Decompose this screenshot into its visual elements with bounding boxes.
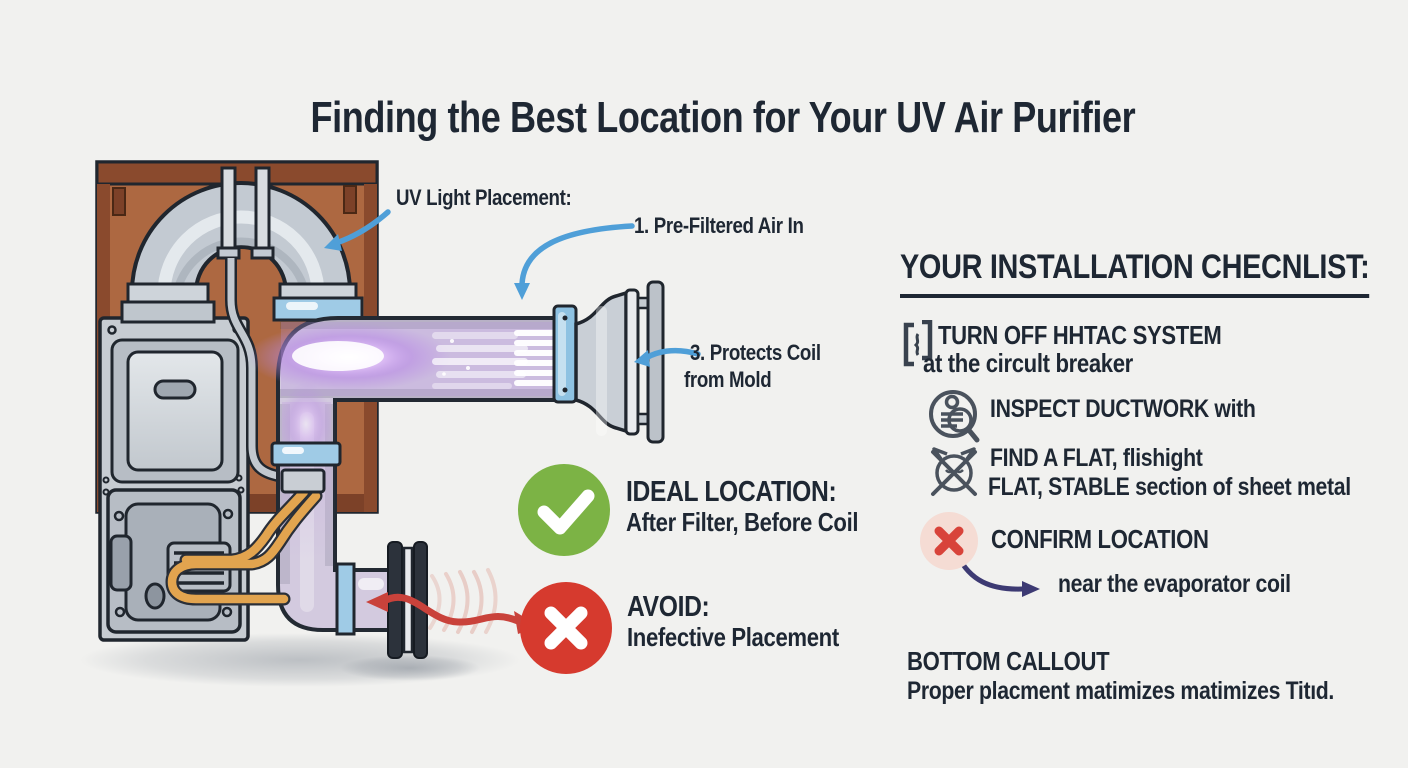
avoid-heading: AVOID:	[627, 591, 710, 623]
check-circle-icon	[518, 464, 610, 556]
blue-arrowheads	[324, 234, 650, 367]
callout-uv-light-placement: UV Light Placement:	[396, 185, 572, 210]
callout-protects-coil-line2: from Mold	[684, 367, 772, 392]
checkbox-brackets-icon	[903, 320, 933, 367]
inspect-document-magnifier-icon	[929, 390, 980, 443]
x-circle-icon	[520, 582, 612, 674]
checklist-item-3-line2: FLAT, STABLE section of sheet metal	[988, 473, 1351, 501]
checklist-item-2-line1: INSPECT DUCTWORK with	[990, 395, 1256, 423]
checklist-item-4-line1: CONFIRM LOCATION	[991, 524, 1209, 554]
checklist-item-3-line1: FIND A FLAT, flishight	[990, 444, 1203, 472]
ideal-location-heading: IDEAL LOCATION:	[626, 476, 837, 508]
callout-pre-filtered-air: 1. Pre-Filtered Air In	[634, 213, 804, 238]
bottom-callout-heading: BOTTOM CALLOUT	[907, 646, 1110, 676]
checklist-item-1-line2: at the circult breaker	[923, 348, 1133, 378]
checklist-arrow-note: near the evaporator coil	[1058, 570, 1291, 598]
crossed-out-flashlight-icon	[931, 447, 977, 496]
uv-rays	[432, 330, 556, 389]
page-title: Finding the Best Location for Your UV Ai…	[310, 93, 1136, 143]
ideal-location-detail: After Filter, Before Coil	[626, 507, 859, 537]
x-circle-soft-icon	[920, 512, 978, 570]
avoid-detail: Inefective Placement	[627, 622, 839, 652]
callout-protects-coil-line1: 3. Protects Coil	[690, 340, 821, 365]
pipe-fittings	[270, 441, 356, 636]
return-duct-arch	[120, 166, 364, 324]
checklist-item-1-line1: TURN OFF HHTAC SYSTEM	[938, 320, 1222, 350]
copper-lines	[165, 485, 323, 606]
bottom-callout-text: Proper placment matimizes matimizes Titı…	[907, 677, 1334, 705]
checklist-heading: YOUR INSTALLATION CHECNLIST:	[900, 249, 1408, 298]
uv-glow	[247, 322, 560, 466]
heat-ripples	[428, 568, 498, 634]
conduit-tube	[225, 258, 285, 483]
